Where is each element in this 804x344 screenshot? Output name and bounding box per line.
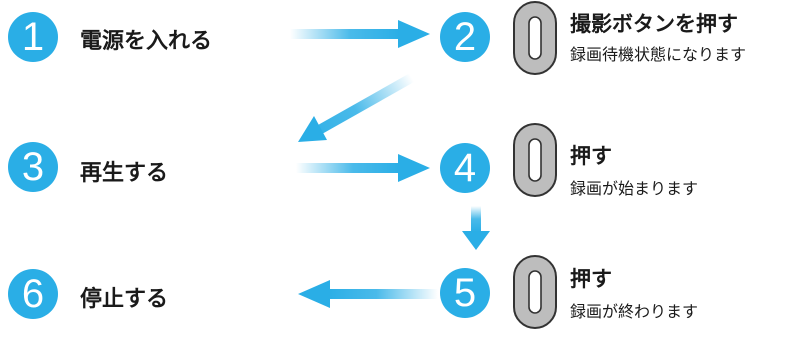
step-6-number: 6	[21, 272, 45, 316]
arrow-down-4-to-5	[462, 206, 490, 250]
step-5-subtitle: 録画が終わります	[570, 302, 699, 321]
step-6-badge: 6	[8, 269, 58, 319]
step-2-number: 2	[453, 15, 477, 59]
step-3-label: 再生する	[80, 161, 169, 186]
step-5-badge: 5	[440, 268, 490, 318]
step-3-badge: 3	[8, 142, 58, 192]
arrow-diag-2-to-3	[298, 73, 414, 142]
step-1-number: 1	[21, 15, 45, 59]
step-1-badge: 1	[8, 12, 58, 62]
step-4-number: 4	[453, 146, 477, 190]
shutter-button-icon	[513, 1, 557, 75]
step-5-number: 5	[453, 271, 477, 315]
step-3-number: 3	[21, 145, 45, 189]
step-2-title: 撮影ボタンを押す	[570, 12, 738, 36]
step-5-title: 押す	[570, 267, 612, 291]
step-1-label: 電源を入れる	[80, 29, 213, 54]
arrow-left-5-to-6	[298, 280, 438, 308]
step-2-badge: 2	[440, 12, 490, 62]
arrow-right-1-to-2	[290, 20, 430, 48]
step-4-badge: 4	[440, 143, 490, 193]
step-4-subtitle: 録画が始まります	[570, 179, 699, 198]
step-2-subtitle: 録画待機状態になります	[570, 45, 747, 64]
step-6-label: 停止する	[80, 287, 169, 312]
shutter-button-icon	[513, 255, 557, 329]
shutter-button-icon	[513, 123, 557, 197]
arrow-right-3-to-4	[296, 154, 430, 182]
step-4-title: 押す	[570, 144, 612, 168]
